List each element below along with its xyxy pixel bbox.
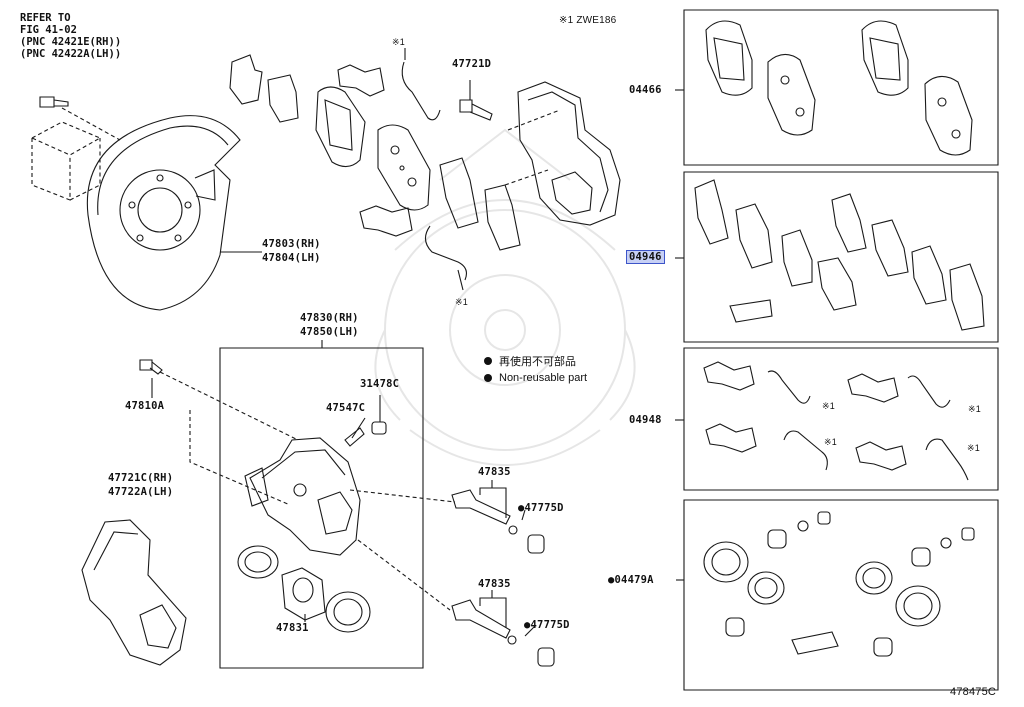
- part-47804[interactable]: 47804(LH): [262, 252, 321, 264]
- bleeder-plug-drawing: [140, 360, 162, 374]
- part-47775D-upper-number: 47775D: [524, 502, 564, 514]
- kit-box-04948: [684, 348, 998, 490]
- label-leader-lines: [152, 48, 684, 636]
- kit-spring-mark-2: ※1: [968, 404, 981, 414]
- part-47775D-lower-number: 47775D: [530, 619, 570, 631]
- reference-line-4: (PNC 42422A(LH)): [20, 48, 122, 60]
- kit-box-04466: [684, 10, 998, 165]
- upper-pads-drawing: [230, 55, 520, 280]
- legend-item-japanese: 再使用不可部品: [499, 355, 576, 368]
- caliper-body-drawing: [245, 438, 360, 555]
- part-47775D-upper[interactable]: ●47775D: [518, 502, 564, 514]
- kit-spring-mark-3: ※1: [824, 437, 837, 447]
- guide-pins-drawing: [452, 490, 554, 666]
- caliper-mount-drawing-upper: [505, 82, 620, 225]
- part-47722A[interactable]: 47722A(LH): [108, 486, 174, 498]
- piston-parts-drawing: [238, 546, 370, 632]
- kit-04948-clips: [704, 362, 968, 480]
- part-47835-upper[interactable]: 47835: [478, 466, 511, 478]
- part-47547C[interactable]: 47547C: [326, 402, 366, 414]
- kit-box-04946: [684, 172, 998, 342]
- reference-dashed-box: [32, 108, 120, 200]
- assembly-leader-lines: [160, 372, 455, 610]
- reference-note: REFER TO FIG 41-02 (PNC 42421E(RH)) (PNC…: [20, 12, 121, 60]
- reference-line-2: FIG 41-02: [20, 24, 77, 36]
- spring-mark-lower: ※1: [455, 297, 468, 307]
- mount-bolt-drawing: [460, 100, 492, 120]
- top-note: ※1 ZWE186: [559, 15, 617, 26]
- kit-04946-label-highlighted[interactable]: 04946: [626, 250, 665, 264]
- dust-shield-drawing: [87, 116, 240, 310]
- kit-04479A-label[interactable]: ●04479A: [608, 574, 654, 586]
- part-47850[interactable]: 47850(LH): [300, 326, 359, 338]
- bleeder-drawing: [345, 422, 386, 446]
- caliper-mount-drawing-lower: [82, 520, 186, 665]
- legend-item-english: Non-reusable part: [499, 371, 588, 384]
- part-31478C[interactable]: 31478C: [360, 378, 400, 390]
- part-47721D[interactable]: 47721D: [452, 58, 492, 70]
- filled-dot-icon: [484, 356, 492, 365]
- kit-04466-pads: [706, 21, 972, 155]
- kit-04466-label[interactable]: 04466: [629, 84, 662, 96]
- part-47830[interactable]: 47830(RH): [300, 312, 359, 324]
- part-47721C[interactable]: 47721C(RH): [108, 472, 174, 484]
- part-47810A[interactable]: 47810A: [125, 400, 165, 412]
- kit-04479A-number: 04479A: [614, 574, 654, 586]
- filled-dot-icon: [484, 373, 492, 382]
- part-47831[interactable]: 47831: [276, 622, 309, 634]
- bolt-drawing: [40, 97, 68, 107]
- reference-line-1: REFER TO: [20, 12, 71, 24]
- part-47803[interactable]: 47803(RH): [262, 238, 321, 250]
- reference-line-3: (PNC 42421E(RH)): [20, 36, 122, 48]
- kit-04946-shims: [695, 180, 984, 330]
- kit-box-04479A: [684, 500, 998, 690]
- spring-mark-upper: ※1: [392, 37, 405, 47]
- caliper-assembly-box: [220, 348, 423, 668]
- part-47835-lower[interactable]: 47835: [478, 578, 511, 590]
- figure-code: 478475C: [950, 686, 997, 698]
- kit-spring-mark-1: ※1: [822, 401, 835, 411]
- part-47775D-lower[interactable]: ●47775D: [524, 619, 570, 631]
- kit-04948-label[interactable]: 04948: [629, 414, 662, 426]
- legend: 再使用不可部品 Non-reusable part: [484, 352, 587, 386]
- watermark-emblem: [375, 130, 634, 465]
- kit-04479A-seals: [704, 512, 974, 656]
- kit-spring-mark-4: ※1: [967, 443, 980, 453]
